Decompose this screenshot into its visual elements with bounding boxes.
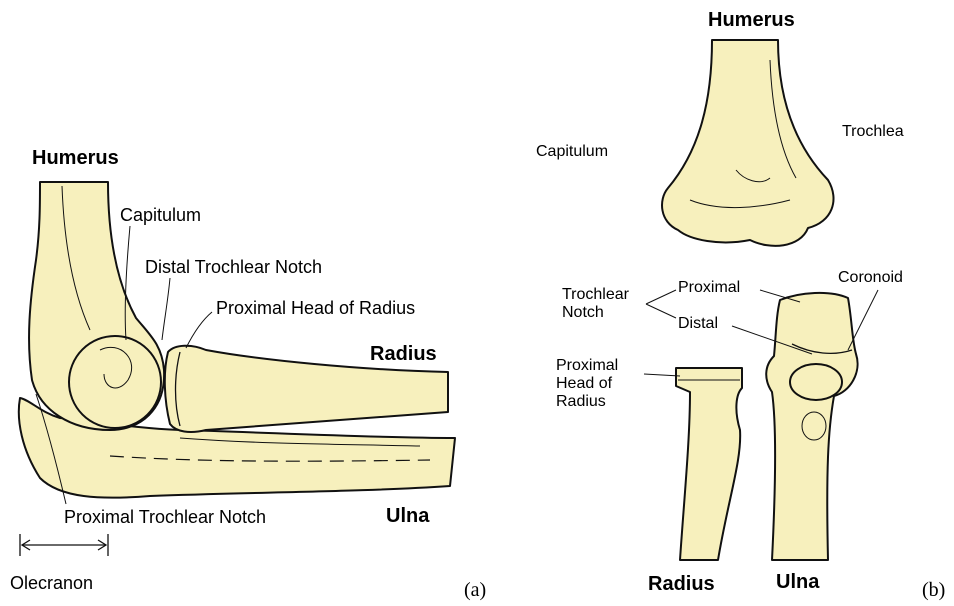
label-capitulum-a: Capitulum [120, 206, 201, 224]
label-trochlea: Trochlea [842, 124, 904, 140]
label-radius-a: Radius [370, 344, 437, 364]
ulna-notch-b [790, 364, 842, 400]
humerus-shape-b [662, 40, 834, 246]
label-proximal-head-b-line1: Proximal [556, 358, 618, 374]
label-humerus-a: Humerus [32, 148, 119, 168]
label-trochlear-notch-line1: Trochlear [562, 287, 629, 303]
leader-distal-notch [162, 278, 170, 340]
label-distal-trochlear-notch: Distal Trochlear Notch [145, 258, 322, 276]
leader-head-radius-a [186, 312, 212, 348]
label-proximal-trochlear-notch: Proximal Trochlear Notch [64, 508, 266, 526]
label-humerus-b: Humerus [708, 10, 795, 30]
label-proximal-head-b-line2: Head of [556, 376, 612, 392]
panel-label-a: (a) [464, 580, 486, 600]
panel-label-b: (b) [922, 580, 945, 600]
label-ulna-b: Ulna [776, 572, 819, 592]
label-capitulum-b: Capitulum [536, 144, 608, 160]
label-coronoid: Coronoid [838, 270, 903, 286]
label-radius-b: Radius [648, 574, 715, 594]
leader-head-radius-b [644, 374, 680, 376]
ulna-shape-b [766, 293, 857, 560]
capitulum-circle-a [69, 336, 161, 428]
radius-shape-b [676, 368, 742, 560]
label-proximal-head-of-radius-a: Proximal Head of Radius [216, 299, 415, 317]
label-proximal-head-b-line3: Radius [556, 394, 606, 410]
label-ulna-a: Ulna [386, 506, 429, 526]
label-proximal-b: Proximal [678, 280, 740, 296]
label-olecranon: Olecranon [10, 574, 93, 592]
label-trochlear-notch-line2: Notch [562, 305, 604, 321]
olecranon-bar [20, 534, 108, 556]
panel-b-drawing [644, 40, 878, 560]
label-distal-b: Distal [678, 316, 718, 332]
panel-a-drawing [19, 182, 455, 556]
leader-trochlear-notch [646, 290, 676, 318]
leader-coronoid [848, 290, 878, 350]
